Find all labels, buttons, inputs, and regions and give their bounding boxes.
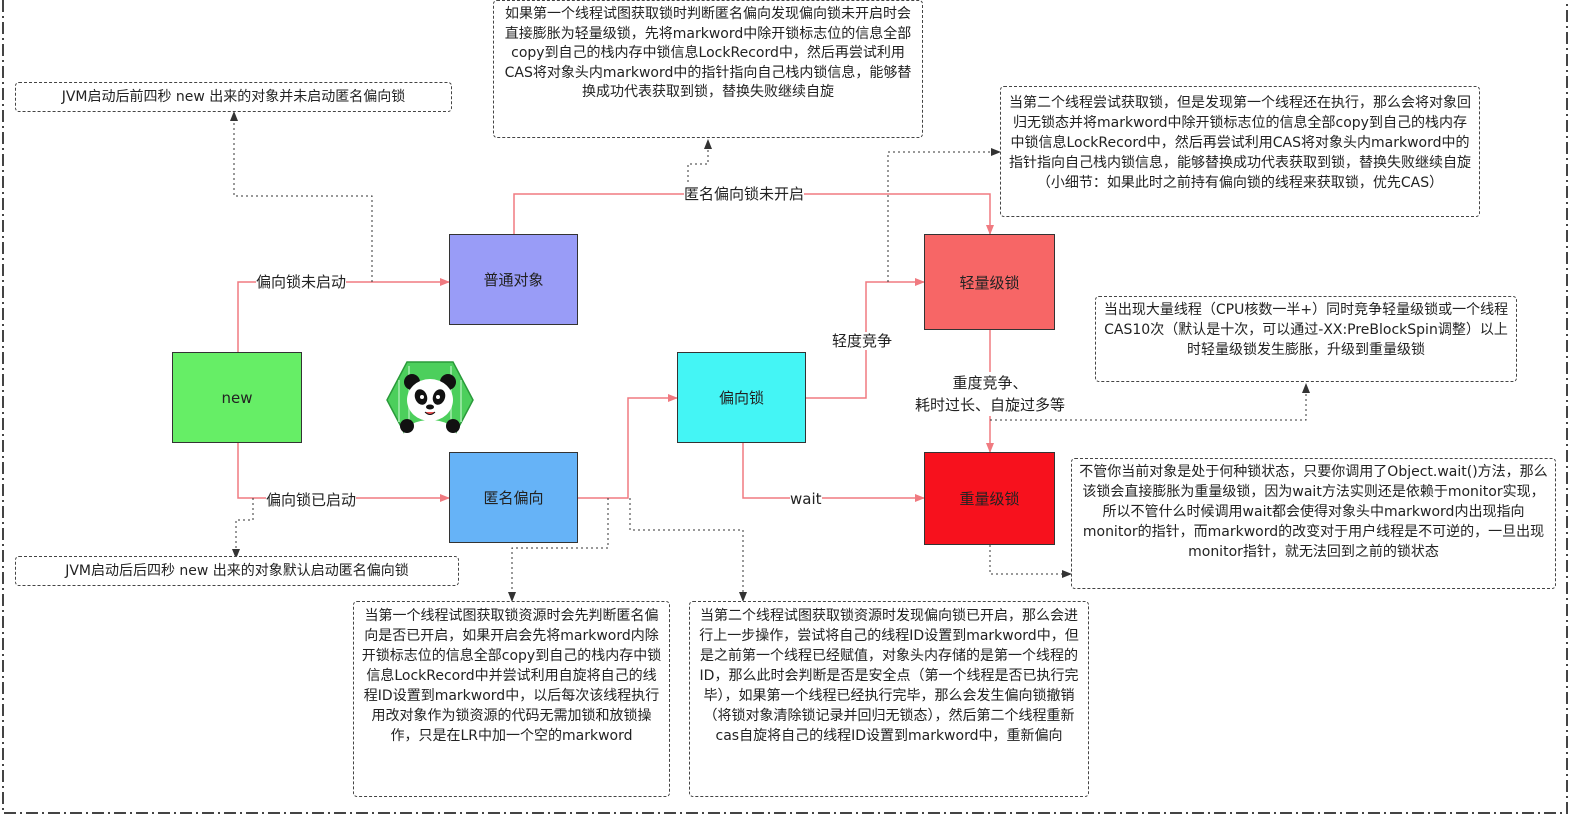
edge-anon-to-biased — [578, 394, 678, 499]
label-heavy-contention-line2: 耗时过长、自旋过多等 — [914, 396, 1065, 414]
note-second-thread-lightweight: 当第二个线程尝试获取锁，但是发现第一个线程还在执行，那么会将对象回归无锁态并将m… — [1000, 86, 1480, 217]
label-light-contention: 轻度竞争 — [832, 332, 893, 350]
node-heavyweight-lock[interactable]: 重量级锁 — [924, 452, 1055, 545]
label-bias-not-started: 偏向锁未启动 — [256, 273, 347, 291]
edge-new-to-plain — [237, 278, 450, 352]
node-plain-object[interactable]: 普通对象 — [449, 234, 578, 325]
label-wait: wait — [790, 490, 822, 508]
panda-icon — [386, 361, 474, 440]
note-wait: 不管你当前对象是处于何种锁状态，只要你调用了Object.wait()方法，那么… — [1071, 458, 1556, 589]
dotted-to-second-biased — [629, 498, 747, 602]
label-heavy-contention: 重度竞争、 耗时过长、自旋过多等 — [900, 372, 1080, 416]
note-second-thread-biased: 当第二个线程试图获取锁资源时发现偏向锁已开启，那么会进行上一步操作，尝试将自己的… — [689, 601, 1089, 797]
note-inflate: 当出现大量线程（CPU核数一半+）同时竞争轻量级锁或一个线程CAS10次（默认是… — [1095, 296, 1517, 382]
edge-biased-to-heavy — [742, 443, 925, 502]
node-anonymous-bias[interactable]: 匿名偏向 — [449, 452, 578, 543]
note-jvm-before: JVM启动后前四秒 new 出来的对象并未启动匿名偏向锁 — [15, 82, 452, 112]
note-jvm-after: JVM启动后后四秒 new 出来的对象默认启动匿名偏向锁 — [15, 556, 459, 586]
node-biased-lock[interactable]: 偏向锁 — [677, 352, 806, 443]
dotted-to-first-thread — [508, 498, 609, 602]
dotted-to-inflate — [990, 383, 1310, 421]
label-anon-bias-off: 匿名偏向锁未开启 — [684, 185, 805, 203]
note-anon-bias-off: 如果第一个线程试图获取锁时判断匿名偏向发现偏向锁未开启时会直接膨胀为轻量级锁，先… — [493, 0, 923, 138]
edge-new-to-anon — [237, 443, 450, 502]
dotted-to-second-light — [887, 148, 1001, 282]
dotted-to-jvm-after — [232, 498, 254, 559]
node-new[interactable]: new — [172, 352, 302, 443]
dotted-to-jvm-before — [230, 111, 373, 282]
label-bias-started: 偏向锁已启动 — [266, 491, 357, 509]
dotted-to-wait-note — [989, 545, 1072, 578]
label-heavy-contention-line1: 重度竞争、 — [952, 374, 1028, 392]
node-lightweight-lock[interactable]: 轻量级锁 — [924, 234, 1055, 330]
dotted-to-anon-off — [687, 139, 712, 192]
note-first-thread: 当第一个线程试图获取锁资源时会先判断匿名偏向是否已开启，如果开启会先将markw… — [353, 601, 670, 797]
